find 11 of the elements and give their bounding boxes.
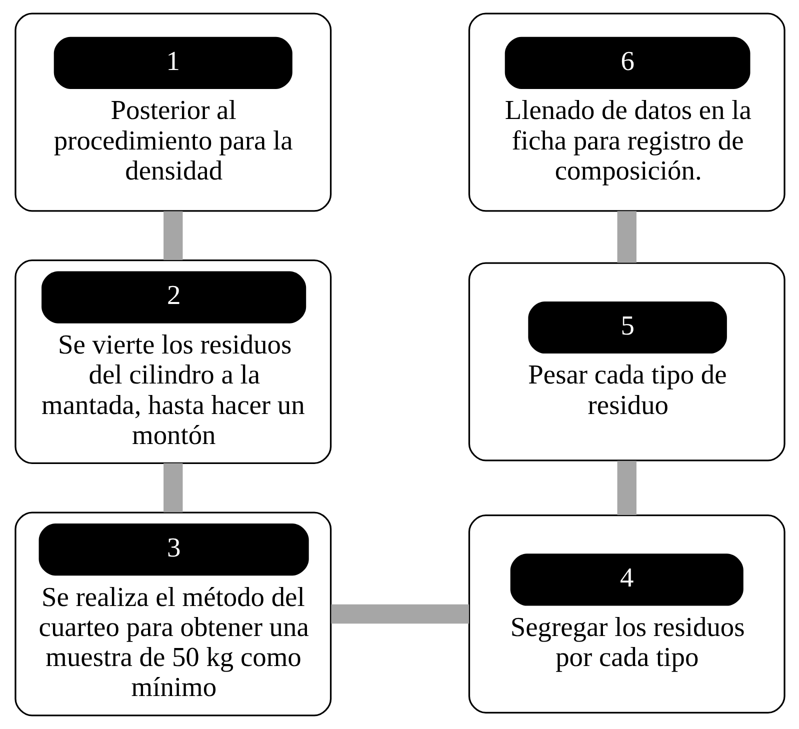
node-box: 3 Se realiza el método del cuarteo para obtener una muestra de 50 kg como mínimo xyxy=(14,512,332,716)
node-box: 2 Se vierte los residuos del cilindro a la mantada, hasta hacer un montón xyxy=(14,260,332,464)
node-box: 5 Pesar cada tipo de residuo xyxy=(468,262,785,462)
connector xyxy=(330,604,468,624)
node-box: 1 Posterior al procedimiento para la densidad xyxy=(14,12,332,212)
connector xyxy=(616,211,636,263)
connector xyxy=(163,463,182,512)
connector xyxy=(163,211,182,260)
node-box: 6 Llenado de datos en la ficha para registro de composición. xyxy=(468,12,785,212)
connector xyxy=(616,460,636,516)
node-box: 4 Segregar los residuos por cada tipo xyxy=(468,514,785,714)
